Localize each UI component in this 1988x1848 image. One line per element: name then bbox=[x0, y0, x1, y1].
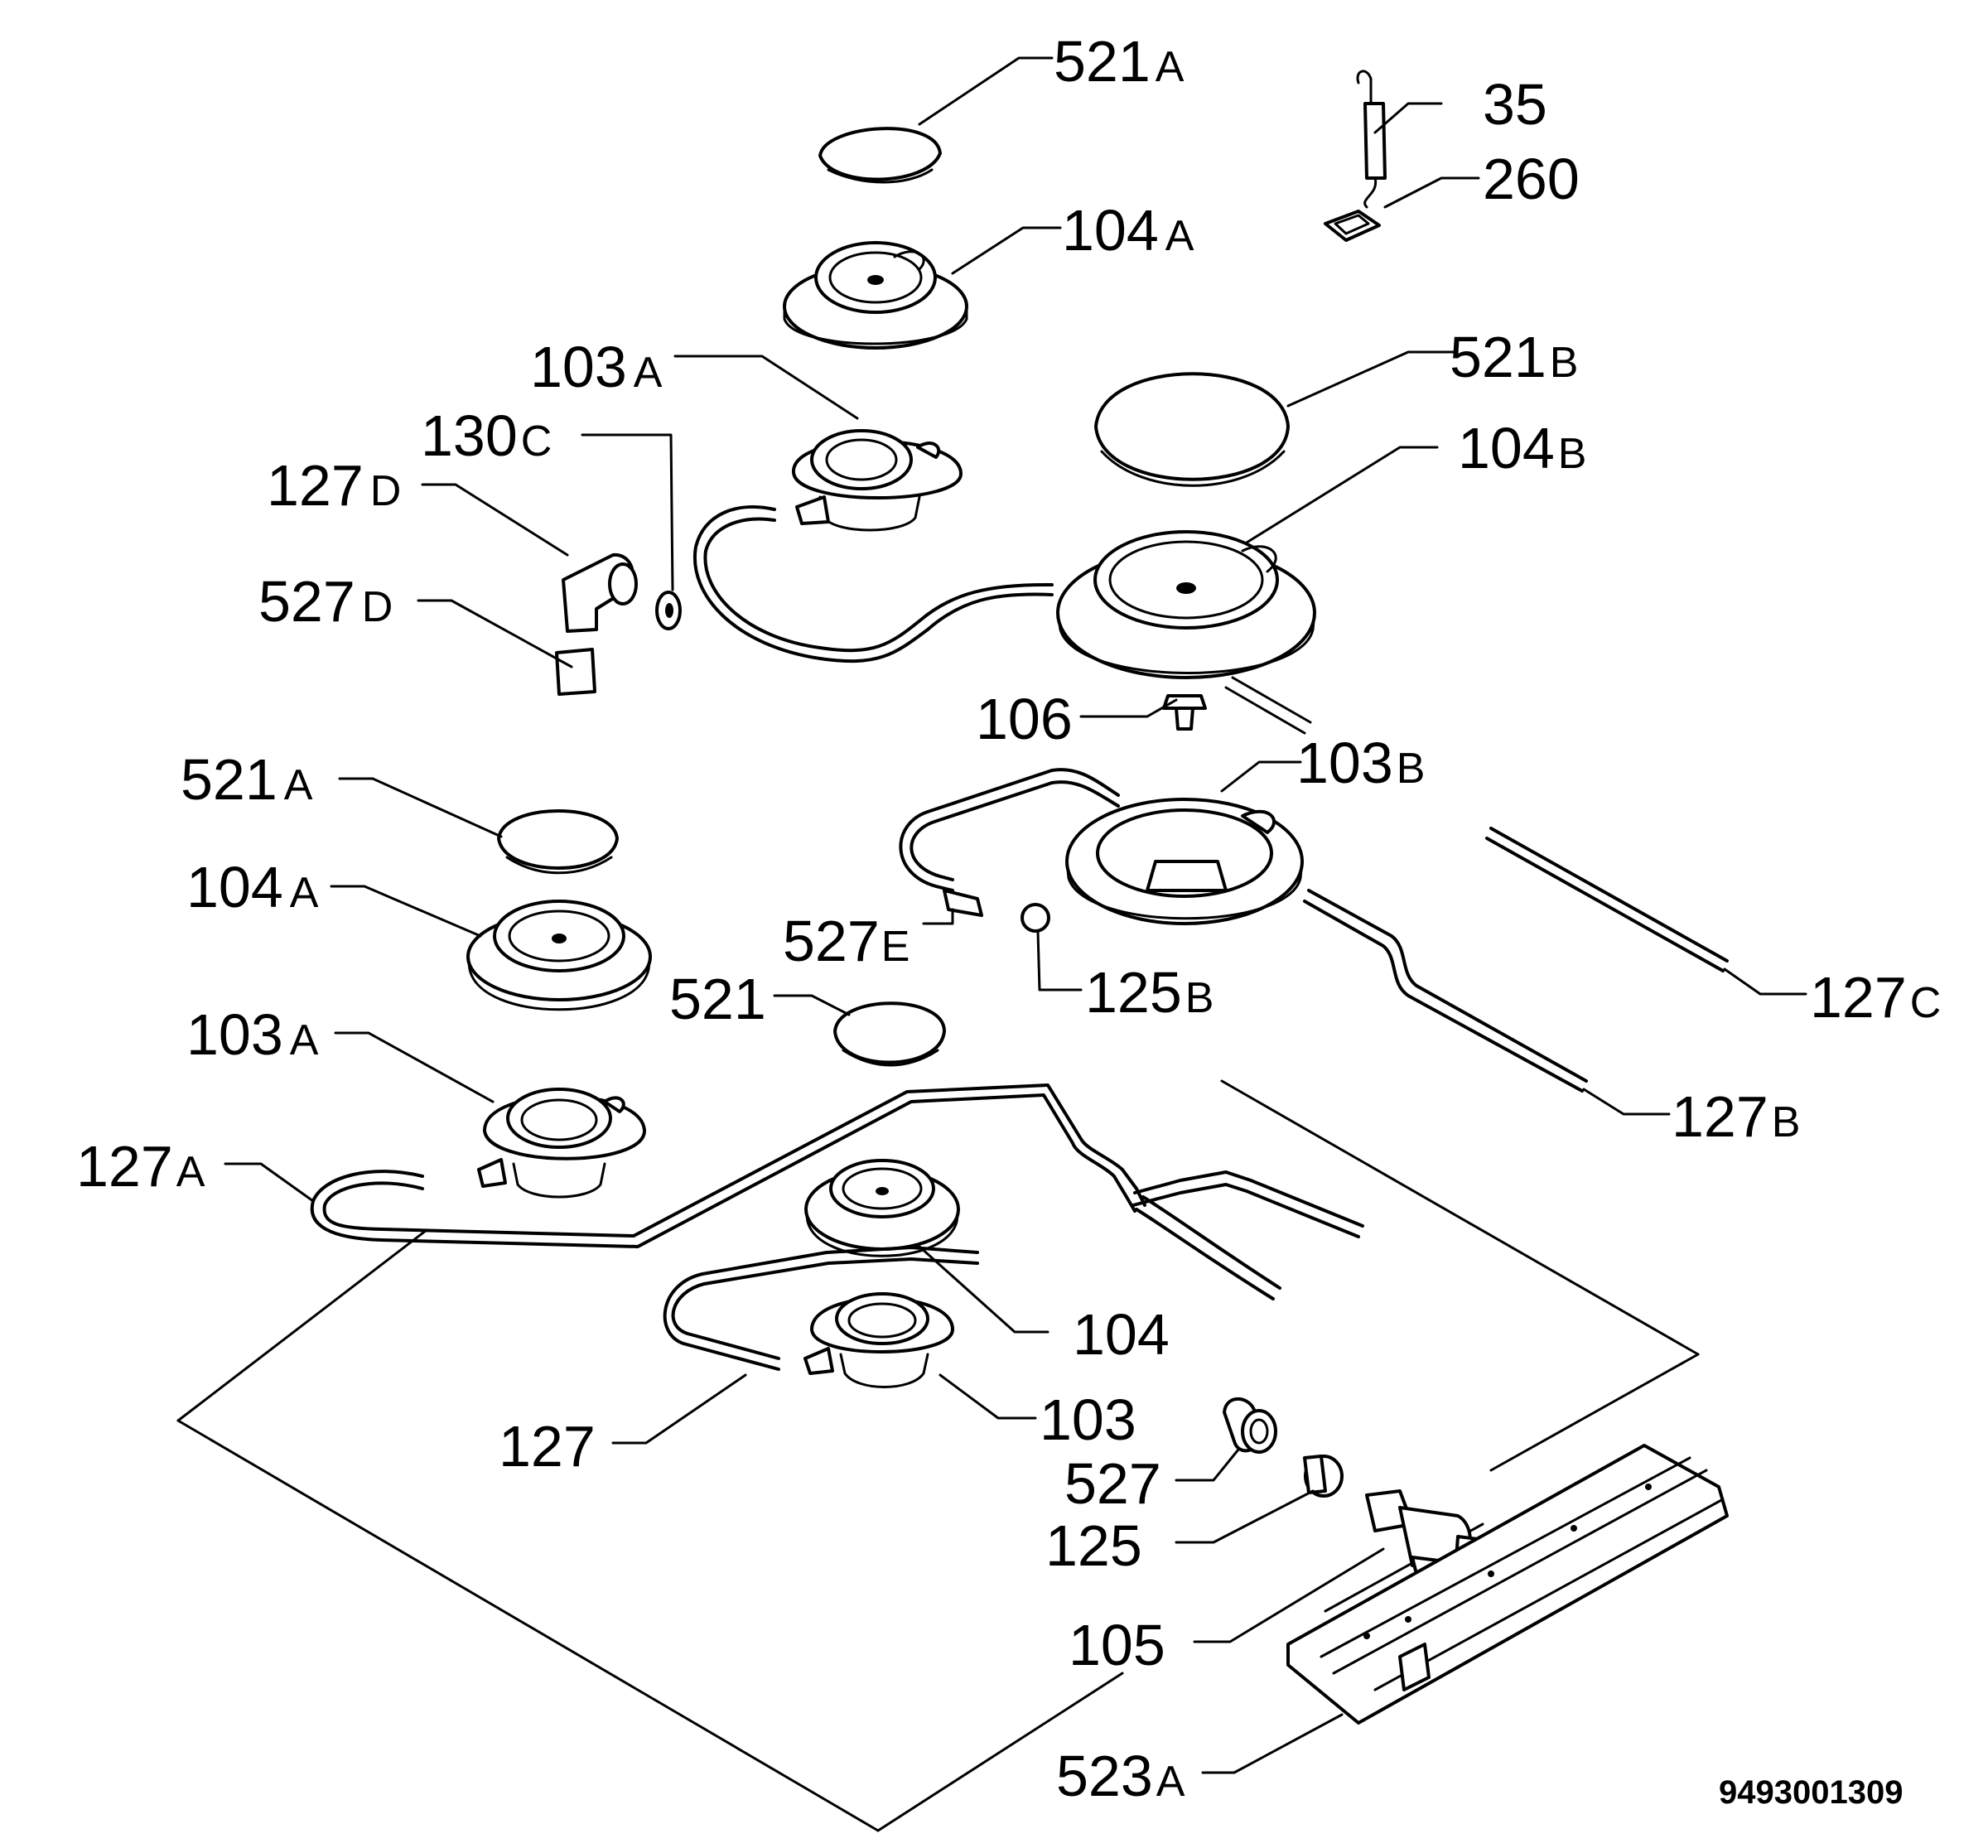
label-105: 105 bbox=[1069, 1613, 1165, 1677]
burner-head-104A-top bbox=[783, 241, 968, 350]
label-127B: 127B bbox=[1672, 1084, 1800, 1149]
drawing-number: 9493001309 bbox=[1719, 1774, 1903, 1811]
burner-cap-521B bbox=[1094, 372, 1290, 487]
burner-head-104 bbox=[804, 1159, 960, 1257]
gas-tube-127A bbox=[310, 1083, 1364, 1300]
gas-tube-127B bbox=[1303, 889, 1588, 1093]
label-125: 125 bbox=[1045, 1513, 1142, 1578]
gas-tube-upper bbox=[692, 505, 1054, 663]
injector-106 bbox=[1162, 676, 1312, 735]
label-521: 521 bbox=[669, 967, 766, 1031]
valve-parts-527-125-105 bbox=[1223, 1397, 1493, 1580]
label-127: 127 bbox=[499, 1414, 596, 1479]
burner-body-103 bbox=[803, 1292, 954, 1388]
label-125B: 125B bbox=[1085, 960, 1214, 1025]
label-103B: 103B bbox=[1296, 731, 1425, 795]
label-103: 103 bbox=[1040, 1387, 1136, 1452]
label-527: 527 bbox=[1064, 1451, 1161, 1516]
label-130C: 130C bbox=[421, 403, 552, 468]
burner-cap-521A-top bbox=[818, 127, 942, 184]
gas-tube-127 bbox=[663, 1246, 979, 1371]
label-523A: 523A bbox=[1056, 1744, 1185, 1808]
burner-head-104B bbox=[1056, 530, 1316, 679]
label-260: 260 bbox=[1483, 147, 1580, 211]
gas-tube-527E bbox=[899, 768, 1120, 933]
burner-body-103A-top bbox=[791, 429, 963, 532]
burner-cap-521 bbox=[833, 1001, 946, 1067]
label-104B: 104B bbox=[1458, 416, 1586, 480]
label-127A: 127A bbox=[76, 1134, 205, 1199]
fittings-127D-130C-527D bbox=[555, 552, 682, 696]
label-106: 106 bbox=[976, 687, 1073, 751]
burner-assembly-left-middle bbox=[466, 809, 652, 1199]
gas-tube-127C bbox=[1485, 827, 1729, 972]
label-521B: 521B bbox=[1450, 325, 1578, 389]
label-104: 104 bbox=[1073, 1302, 1170, 1367]
igniter-electrode-35-260 bbox=[1324, 70, 1387, 242]
label-127C: 127C bbox=[1810, 965, 1941, 1030]
leader-lines bbox=[224, 56, 1807, 1774]
label-35: 35 bbox=[1483, 72, 1547, 137]
label-527E: 527E bbox=[783, 909, 910, 973]
rail-523A bbox=[1286, 1444, 1729, 1725]
burner-body-103B bbox=[1065, 798, 1304, 925]
